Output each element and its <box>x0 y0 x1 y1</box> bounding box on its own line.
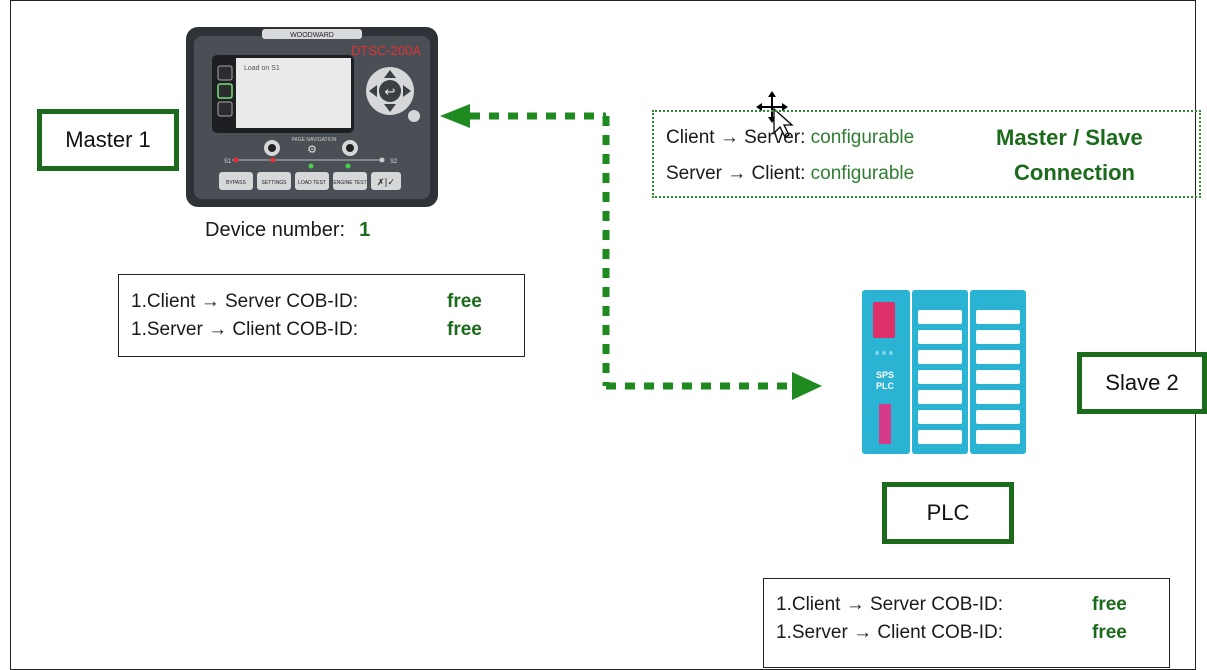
slave-label: Slave 2 <box>1105 370 1179 395</box>
connection-line-2-prefix: Server → Client: <box>666 163 806 184</box>
cobid-label: 1.Server → Client COB-ID: <box>131 319 358 340</box>
cobid-row: 1.Client → Server COB-ID: free <box>776 591 1169 619</box>
device-number-value: 1 <box>359 219 371 241</box>
svg-text:↩: ↩ <box>385 85 396 100</box>
svg-text:⚙: ⚙ <box>307 143 317 156</box>
plc-label: PLC <box>926 500 970 525</box>
master-label: Master 1 <box>65 127 151 152</box>
connection-line-1-prefix: Client → Server: <box>666 127 806 148</box>
plc-image: SPS PLC <box>862 290 1026 454</box>
connection-line-1-value: configurable <box>810 127 915 148</box>
plc-label-box: PLC <box>882 482 1014 544</box>
arrow-head-right <box>792 372 822 400</box>
cobid-value: free <box>447 291 482 312</box>
s1-text: S1 <box>224 159 232 165</box>
cobid-label: 1.Client → Server COB-ID: <box>131 291 358 312</box>
slave-label-box: Slave 2 <box>1077 352 1207 414</box>
connection-path <box>440 104 822 400</box>
plc-plc-text: PLC <box>876 381 895 391</box>
master-cobid-box: 1.Client → Server COB-ID: free 1.Server … <box>118 274 525 357</box>
page-navigation-text: PAGE NAVIGATION <box>291 137 336 143</box>
slave-cobid-box: 1.Client → Server COB-ID: free 1.Server … <box>763 578 1170 668</box>
plc-sps-text: SPS <box>876 370 894 380</box>
cobid-row: 1.Server → Client COB-ID: free <box>131 316 524 344</box>
cobid-label: 1.Server → Client COB-ID: <box>776 622 1003 643</box>
device-model-text: DTSC-200A <box>351 43 421 58</box>
cobid-value: free <box>1092 594 1127 615</box>
device-number: Device number: 1 <box>205 219 370 242</box>
cobid-value: free <box>1092 622 1127 643</box>
connection-box: Client → Server: configurable Server → C… <box>652 110 1201 198</box>
connection-line-2-value: configurable <box>810 163 915 184</box>
cobid-value: free <box>447 319 482 340</box>
load-test-button-text: LOAD TEST <box>298 180 326 186</box>
master-label-box: Master 1 <box>37 109 179 171</box>
cobid-row: 1.Server → Client COB-ID: free <box>776 619 1169 647</box>
s2-text: S2 <box>390 159 398 165</box>
bypass-button-text: BYPASS <box>226 180 246 186</box>
cobid-label: 1.Client → Server COB-ID: <box>776 594 1003 615</box>
connection-title-line-1: Master / Slave <box>996 125 1143 150</box>
move-cursor-icon <box>756 91 794 138</box>
svg-text:✗|✓: ✗|✓ <box>377 178 395 188</box>
connection-line-1: Client → Server: configurable <box>666 127 914 149</box>
device-brand-text: WOODWARD <box>290 32 334 39</box>
connection-title-line-2: Connection <box>1014 160 1135 185</box>
arrow-head-left <box>440 104 470 128</box>
device-number-label: Device number: <box>205 219 346 241</box>
device-screen-text: Load on S1 <box>244 65 280 72</box>
settings-button-text: SETTINGS <box>261 180 287 186</box>
cobid-row: 1.Client → Server COB-ID: free <box>131 288 524 316</box>
engine-test-button-text: ENGINE TEST <box>333 180 366 186</box>
connection-line-2: Server → Client: configurable <box>666 163 914 185</box>
dtsc-device-image: WOODWARD DTSC-200A Load on S1 ↩ PAGE NAV… <box>186 27 438 207</box>
